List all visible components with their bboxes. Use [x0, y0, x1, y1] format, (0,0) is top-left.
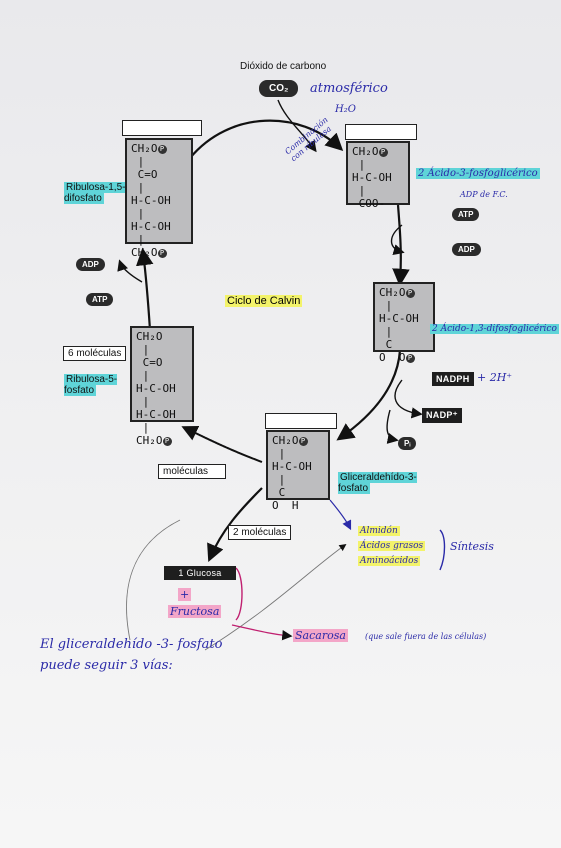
- ch2o-text: CH₂O: [136, 434, 163, 447]
- ch2o-text: CH₂O: [272, 434, 299, 447]
- empty-label-box-3: [265, 413, 337, 429]
- acidos-grasos-label: Ácidos grasos: [358, 541, 426, 551]
- ch2o-text: CH₂O: [131, 246, 158, 259]
- phosphate-icon: P: [405, 288, 415, 298]
- almidon-label: Almidón: [358, 526, 400, 536]
- h2o-annotation: H₂O: [335, 104, 356, 115]
- adp-fc-annotation: ADP de F.C.: [460, 190, 508, 199]
- ribulosa-fosfato-label: Ribulosa-5-fosfato: [64, 374, 118, 396]
- phosphate-icon: P: [378, 147, 388, 157]
- ch2o-text: CH₂O: [352, 145, 379, 158]
- phosphate-icon: P: [405, 353, 415, 363]
- glucosa-tag: 1 Glucosa: [164, 566, 236, 580]
- nadp-tag: NADP⁺: [422, 408, 462, 423]
- phosphate-icon: P: [298, 436, 308, 446]
- footer-line-2: puede seguir 3 vías:: [40, 658, 173, 673]
- moleculas-label: moléculas: [158, 464, 226, 479]
- ch2o-text: CH₂O: [131, 142, 158, 155]
- co2-title: Dióxido de carbono: [240, 61, 327, 72]
- footer-line-1: El gliceraldehído -3- fosfato: [40, 637, 223, 652]
- acido-fosfoglicerico-label: 2 Ácido-3-fosfoglicérico: [416, 168, 540, 179]
- fructosa-label: Fructosa: [168, 605, 222, 618]
- phosphate-icon: P: [157, 248, 167, 258]
- ch2o-text: CH₂O: [136, 330, 163, 343]
- gliceraldehido-label: Gliceraldehído-3-fosfato: [338, 472, 417, 494]
- plus-2h-annotation: + 2H⁺: [477, 371, 513, 384]
- dos-moleculas-label: 2 moléculas: [228, 525, 292, 540]
- pi-pill: Pᵢ: [398, 437, 417, 450]
- adp-pill-left: ADP: [76, 258, 105, 271]
- seis-moleculas-label: 6 moléculas: [63, 346, 127, 361]
- phosphate-icon: P: [162, 436, 172, 446]
- co2-annotation: atmosférico: [310, 81, 388, 96]
- co2-pill: CO₂: [259, 80, 299, 97]
- empty-label-box-1: [122, 120, 202, 136]
- phosphate-icon: P: [157, 144, 167, 154]
- nadph-tag: NADPH: [432, 372, 474, 386]
- ch2o-text: CH₂O: [379, 286, 406, 299]
- atp-pill-right: ATP: [452, 208, 480, 221]
- atp-pill-left: ATP: [86, 293, 114, 306]
- cycle-title: Ciclo de Calvin: [225, 295, 303, 307]
- ribulosa-difosfato-label: Ribulosa-1,5-difosfato: [64, 182, 126, 204]
- sacarosa-label: Sacarosa: [293, 629, 348, 642]
- adp-pill-right: ADP: [452, 243, 481, 256]
- aminoacidos-label: Aminoácidos: [358, 556, 421, 566]
- sintesis-label: Síntesis: [450, 540, 494, 553]
- plus-sign: +: [178, 588, 192, 601]
- acido-difosfoglicerico-label: 2 Ácido-1,3-difosfoglicérico: [430, 324, 559, 334]
- sacarosa-note: (que sale fuera de las células): [365, 632, 487, 641]
- empty-label-box-2: [345, 124, 417, 140]
